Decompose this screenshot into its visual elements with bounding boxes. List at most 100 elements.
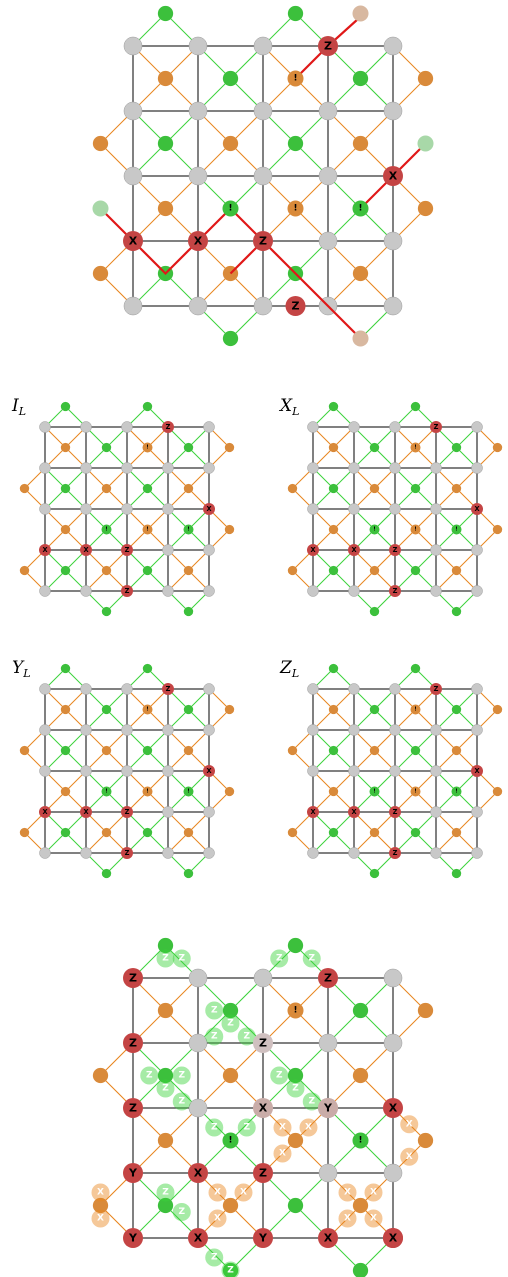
qubit — [471, 421, 483, 433]
error-qubit — [80, 544, 92, 556]
orange-check — [60, 786, 71, 797]
qubit — [307, 765, 319, 777]
flagged-check — [287, 200, 304, 217]
orange-check — [352, 135, 369, 152]
qubit — [389, 462, 401, 474]
orange-check — [224, 704, 235, 715]
error-qubit — [123, 231, 143, 251]
orange-check — [287, 827, 298, 838]
green-check — [451, 868, 462, 879]
halo — [208, 1209, 227, 1228]
halo — [364, 1183, 383, 1202]
node-label: X — [310, 546, 315, 554]
halo — [91, 1209, 110, 1228]
qubit — [389, 503, 401, 515]
qubit — [162, 585, 174, 597]
node-label: X — [324, 1232, 333, 1245]
node-label: ! — [146, 707, 149, 713]
green-check — [60, 827, 71, 838]
qubit — [80, 585, 92, 597]
node-label: ! — [358, 1136, 362, 1146]
green-check — [60, 565, 71, 576]
node-label: ! — [455, 527, 458, 533]
green-check — [183, 704, 194, 715]
halo-label: Z — [211, 1006, 218, 1016]
orange-check — [328, 786, 339, 797]
node-label: ! — [414, 789, 417, 795]
orange-check — [417, 70, 434, 87]
qubit — [318, 101, 338, 121]
halo — [205, 1001, 224, 1020]
qubit — [253, 101, 273, 121]
halo — [273, 1144, 292, 1163]
node-label: Z — [259, 1037, 267, 1050]
node-label: X — [206, 767, 211, 775]
orange-check — [183, 565, 194, 576]
node-label: Z — [393, 808, 398, 816]
node-label: ! — [414, 445, 417, 451]
node-label: X — [194, 1232, 203, 1245]
qubit — [203, 724, 215, 736]
green-check — [157, 1067, 174, 1084]
panel-label-z: ZL — [279, 658, 299, 680]
orange-check — [451, 745, 462, 756]
halo-label: X — [406, 1119, 413, 1129]
halo-label: Z — [162, 1188, 169, 1198]
qubit — [307, 503, 319, 515]
qubit — [348, 421, 360, 433]
node-label: Y — [128, 1232, 138, 1245]
node-label: X — [129, 235, 138, 248]
qubit — [203, 421, 215, 433]
qubit — [430, 503, 442, 515]
qubit — [80, 462, 92, 474]
green-check — [101, 704, 112, 715]
halo-label: X — [97, 1214, 104, 1224]
orange-check — [19, 483, 30, 494]
node-label: ! — [373, 789, 376, 795]
error-qubit — [285, 296, 306, 316]
error-qubit — [430, 421, 442, 433]
flagged-check — [451, 524, 462, 535]
node-label: Z — [166, 423, 171, 431]
node-label: Z — [166, 685, 171, 693]
orange-check — [183, 483, 194, 494]
qubit — [39, 462, 51, 474]
error-qubit — [39, 806, 51, 818]
flagged-check — [101, 786, 112, 797]
node-label: X — [351, 808, 356, 816]
qubit — [307, 585, 319, 597]
qubit — [121, 683, 133, 695]
orange-check — [492, 704, 503, 715]
qubit — [188, 1098, 208, 1118]
green-check — [410, 827, 421, 838]
green-check — [287, 1067, 304, 1084]
node-label: Z — [129, 1102, 137, 1115]
green-check — [222, 70, 239, 87]
halo — [273, 1118, 292, 1137]
flagged-check — [183, 786, 194, 797]
green-check — [328, 401, 339, 412]
orange-check — [352, 1197, 369, 1214]
node-label: X — [474, 767, 479, 775]
node-label: Z — [129, 972, 137, 985]
node-label: ! — [146, 789, 149, 795]
error-qubit — [389, 847, 401, 859]
halo — [299, 1118, 318, 1137]
halo-label: Z — [211, 1123, 218, 1133]
qubit — [188, 968, 208, 988]
halo — [400, 1147, 419, 1166]
qubit — [162, 724, 174, 736]
halo-label: Z — [308, 1097, 315, 1107]
pauli-qubit — [253, 1163, 273, 1183]
node-label: ! — [455, 789, 458, 795]
panel-label-x: XL — [278, 396, 299, 418]
halo-label: Z — [227, 1019, 234, 1029]
green-check — [352, 70, 369, 87]
error-qubit — [162, 683, 174, 695]
flagged-check — [369, 786, 380, 797]
qubit — [162, 806, 174, 818]
green-check — [157, 5, 174, 22]
